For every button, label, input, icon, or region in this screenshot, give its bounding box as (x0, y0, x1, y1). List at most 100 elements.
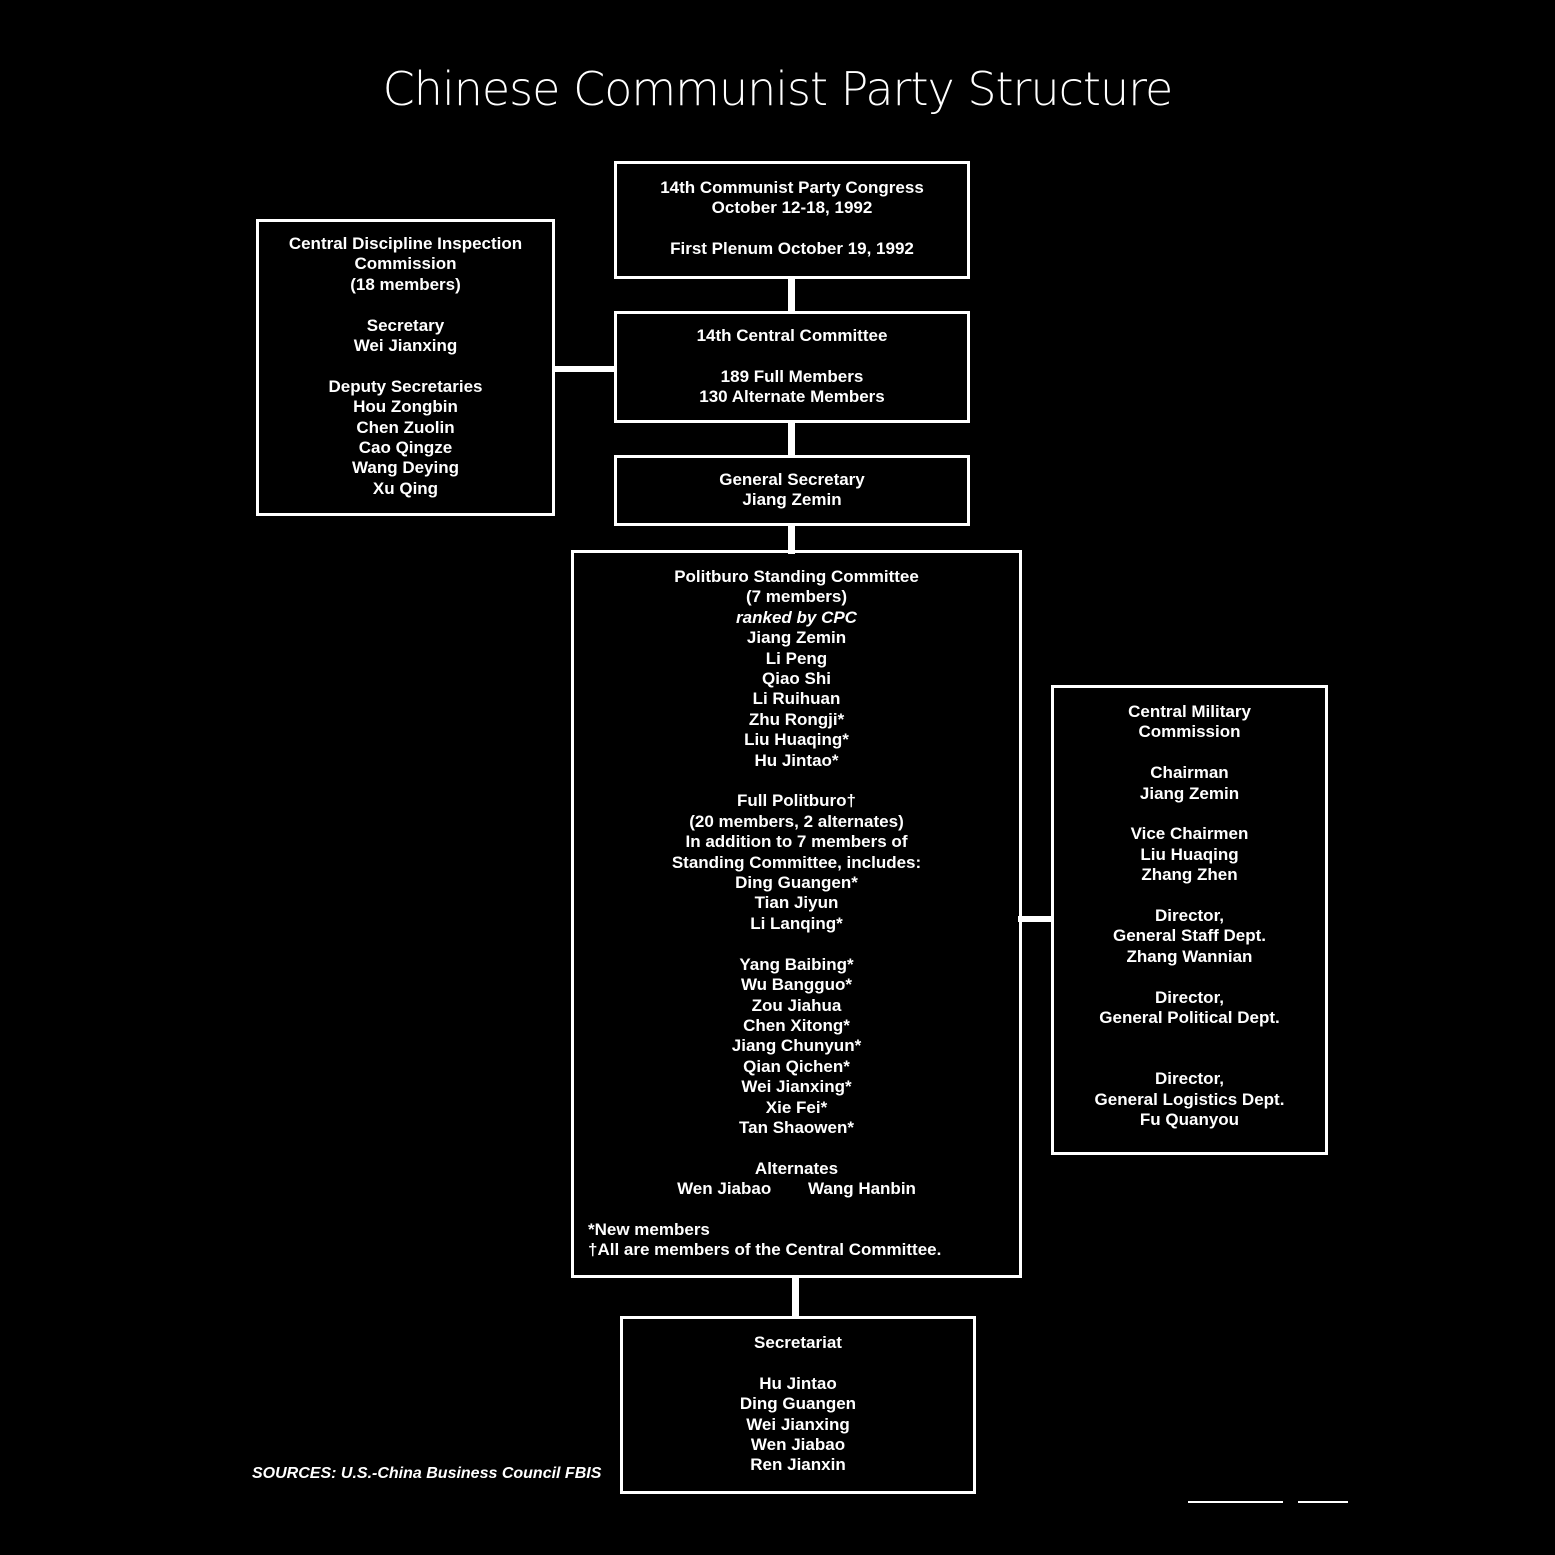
central-committee-note: †All are members of the Central Committe… (588, 1240, 942, 1260)
politburo-line: Wei Jianxing* (741, 1077, 852, 1097)
politburo-line (574, 771, 1019, 791)
politburo-box: Politburo Standing Committee (7 members)… (571, 550, 1022, 1278)
military-line (1054, 804, 1325, 824)
military-line (1054, 967, 1325, 987)
central-committee-box: 14th Central Committee 189 Full Members … (614, 311, 970, 423)
military-line: Zhang Wannian (1126, 946, 1253, 966)
politburo-line: Xie Fei* (765, 1097, 828, 1117)
discipline-line: Deputy Secretaries (328, 376, 483, 396)
secretariat-line (623, 1353, 973, 1373)
discipline-line: Commission (354, 254, 457, 274)
central-committee-line (617, 346, 967, 366)
politburo-line: Li Ruihuan (752, 689, 841, 709)
secretariat-line: Wen Jiabao (750, 1435, 846, 1455)
general-secretary-box: General Secretary Jiang Zemin (614, 455, 970, 526)
politburo-line: Li Lanqing* (750, 913, 843, 933)
congress-line: October 12-18, 1992 (711, 198, 873, 218)
discipline-line: Secretary (366, 315, 445, 335)
chart-title: Chinese Communist Party Structure (382, 62, 1174, 116)
alternate-member: Wen Jiabao (677, 1179, 772, 1199)
politburo-line: In addition to 7 members of (685, 832, 908, 852)
politburo-line: (7 members) (745, 587, 848, 607)
politburo-line: Hu Jintao* (754, 750, 839, 770)
politburo-line: Politburo Standing Committee (674, 567, 919, 586)
congress-line: 14th Communist Party Congress (660, 178, 924, 197)
politburo-line: Jiang Zemin (746, 628, 847, 648)
politburo-line: Standing Committee, includes: (671, 852, 922, 872)
secretariat-line: Wei Jianxing (746, 1414, 850, 1434)
discipline-line: Cao Qingze (358, 438, 453, 458)
politburo-line: Qian Qichen* (743, 1056, 850, 1076)
connector-congress-committee (788, 277, 795, 313)
decorative-rule (1188, 1501, 1283, 1503)
politburo-line: (20 members, 2 alternates) (689, 811, 904, 831)
central-committee-line: 189 Full Members (720, 366, 864, 386)
military-line: Central Military (1128, 702, 1251, 721)
military-line (1054, 1028, 1325, 1048)
party-congress-box: 14th Communist Party Congress October 12… (614, 161, 970, 279)
general-secretary-line: General Secretary (719, 470, 865, 489)
connector-gensec-politburo (788, 524, 795, 554)
politburo-line: Jiang Chunyun* (731, 1036, 862, 1056)
discipline-line: Central Discipline Inspection (288, 234, 523, 253)
discipline-line: (18 members) (350, 274, 461, 294)
alternates-row: Wen Jiabao Wang Hanbin (574, 1179, 1019, 1199)
politburo-line: ranked by CPC (736, 607, 857, 627)
congress-line (617, 219, 967, 239)
general-secretary-line: Jiang Zemin (742, 490, 842, 510)
secretariat-line: Ren Jianxin (750, 1455, 846, 1475)
secretariat-line: Secretariat (754, 1333, 842, 1352)
politburo-line: Chen Xitong* (743, 1015, 850, 1035)
military-line: General Staff Dept. (1112, 926, 1267, 946)
politburo-line: Yang Baibing* (739, 954, 854, 974)
discipline-line: Chen Zuolin (356, 417, 455, 437)
military-line (1054, 886, 1325, 906)
military-line: Director, (1155, 987, 1224, 1007)
politburo-line: Alternates (754, 1158, 839, 1178)
discipline-commission-box: Central Discipline Inspection Commission… (256, 219, 555, 516)
politburo-line: Li Peng (765, 648, 828, 668)
military-line (1054, 743, 1325, 763)
central-committee-line: 130 Alternate Members (699, 387, 885, 407)
discipline-line: Xu Qing (372, 478, 439, 498)
politburo-line (574, 934, 1019, 954)
military-line: Commission (1138, 722, 1241, 742)
discipline-line: Wei Jianxing (353, 336, 458, 356)
military-line: Fu Quanyou (1139, 1110, 1240, 1130)
military-line: Chairman (1150, 763, 1229, 783)
notes-spacer (574, 1200, 1019, 1220)
alternate-member: Wang Hanbin (807, 1179, 916, 1199)
military-line: Vice Chairmen (1130, 824, 1249, 844)
congress-line: First Plenum October 19, 1992 (670, 239, 914, 259)
decorative-rule (1298, 1501, 1348, 1503)
discipline-line: Wang Deying (351, 458, 460, 478)
military-line: Director, (1155, 906, 1224, 926)
new-members-note: *New members (588, 1219, 710, 1239)
connector-politburo-secretariat (792, 1276, 799, 1318)
discipline-line (259, 356, 552, 376)
politburo-line: Liu Huaqing* (744, 730, 849, 750)
sources-credit: SOURCES: U.S.-China Business Council FBI… (252, 1465, 602, 1482)
politburo-line: Qiao Shi (762, 669, 831, 689)
politburo-notes: *New members †All are members of the Cen… (574, 1220, 1019, 1261)
military-line: General Political Dept. (1099, 1008, 1280, 1028)
politburo-line: Tian Jiyun (754, 893, 839, 913)
central-committee-line: 14th Central Committee (696, 326, 888, 345)
military-commission-box: Central Military Commission Chairman Jia… (1051, 685, 1328, 1155)
military-line: General Logistics Dept. (1094, 1089, 1285, 1109)
discipline-line: Hou Zongbin (353, 397, 458, 417)
military-line (1054, 1049, 1325, 1069)
connector-committee-gensec (788, 421, 795, 457)
military-line: Director, (1155, 1069, 1224, 1089)
military-line: Liu Huaqing (1140, 844, 1239, 864)
military-line: Zhang Zhen (1141, 865, 1238, 885)
politburo-line: Ding Guangen* (735, 873, 858, 893)
politburo-line: Zou Jiahua (751, 995, 842, 1015)
secretariat-line: Hu Jintao (759, 1373, 837, 1393)
connector-discipline-committee (553, 366, 617, 372)
connector-politburo-military (1018, 916, 1053, 922)
politburo-line: Tan Shaowen* (739, 1117, 854, 1137)
secretariat-box: Secretariat Hu Jintao Ding Guangen Wei J… (620, 1316, 976, 1494)
secretariat-line: Ding Guangen (739, 1394, 857, 1414)
politburo-line: Full Politburo† (737, 791, 856, 811)
